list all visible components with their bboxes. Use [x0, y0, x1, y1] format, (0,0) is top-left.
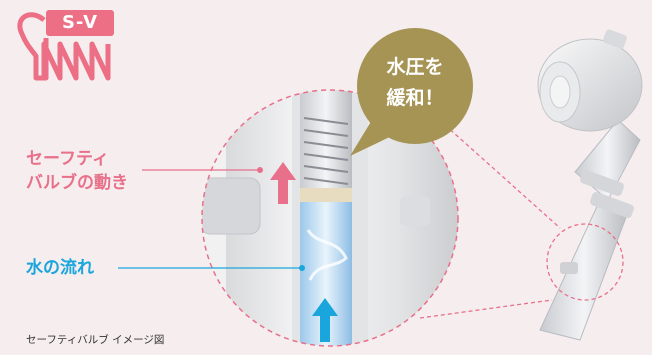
- upward-blue-arrow: [312, 298, 338, 342]
- speech-bubble-line2: 緩和！: [386, 87, 444, 109]
- safety-valve-label-line1: セーフティ: [26, 149, 109, 169]
- speech-bubble-text: 水圧を 緩和！: [362, 52, 468, 114]
- cutaway-circle: [201, 89, 459, 347]
- speech-bubble-line1: 水圧を: [386, 56, 444, 78]
- logo-text: S-V: [61, 12, 99, 33]
- water-flow-leader: [118, 265, 305, 271]
- spring: [303, 117, 349, 185]
- upward-pink-arrow: [270, 162, 296, 204]
- safety-valve-label: セーフティ バルブの動き: [26, 147, 128, 195]
- speech-bubble: [350, 28, 473, 156]
- safety-valve-leader: [142, 167, 263, 173]
- water-flow-label: 水の流れ: [26, 258, 94, 278]
- connector-lines: [419, 124, 561, 319]
- image-caption: セーフティバルブ イメージ図: [26, 334, 165, 346]
- safety-valve-label-line2: バルブの動き: [26, 173, 128, 193]
- sv-logo: [17, 10, 114, 81]
- shower-head-product: [537, 29, 643, 341]
